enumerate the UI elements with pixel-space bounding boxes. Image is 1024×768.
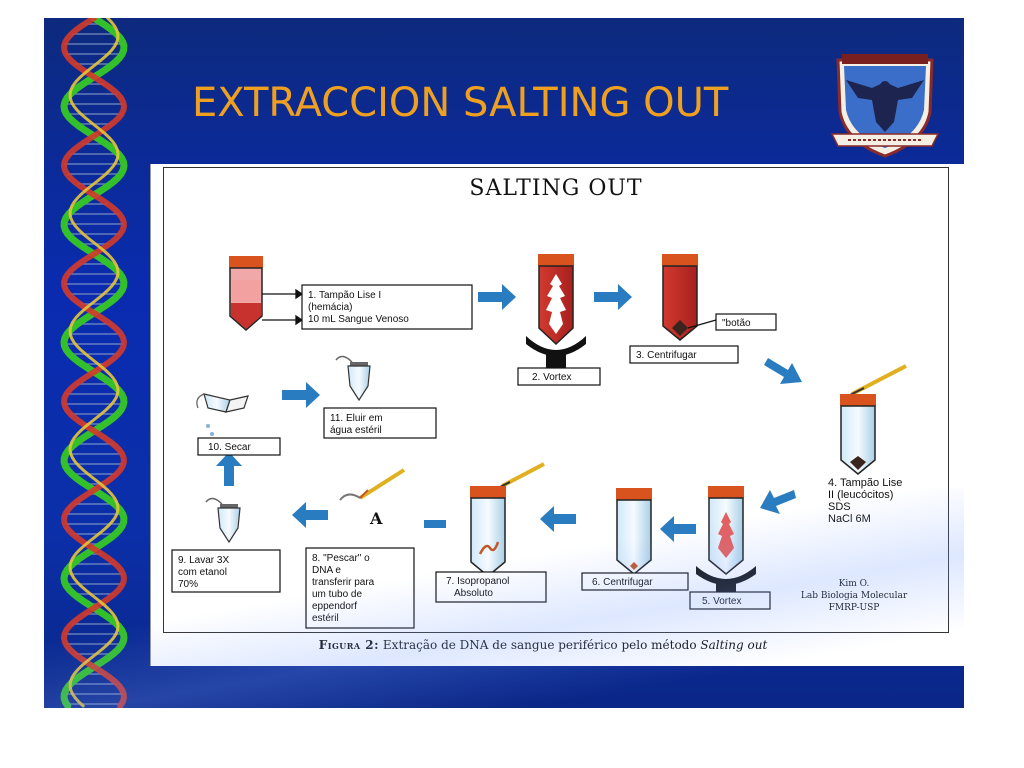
flow-arrow — [424, 520, 446, 528]
step-3-line-1: 3. Centrifugar — [636, 350, 697, 361]
eppendorf-step-9 — [205, 497, 241, 544]
step-4-line-4: NaCl 6M — [828, 513, 871, 525]
step-4-line-3: SDS — [828, 501, 851, 513]
flow-arrow — [282, 382, 320, 408]
credit-line-3: FMRP-USP — [829, 603, 880, 613]
step-1-line-3: 10 mL Sangue Venoso — [308, 314, 409, 325]
step-9-label: 9. Lavar 3X com etanol 70% — [171, 549, 281, 593]
step-8-line-6: estéril — [312, 613, 339, 624]
credit-line-1: Kim O. — [839, 579, 870, 589]
tube-step-2 — [526, 254, 586, 368]
step-4-line-1: 4. Tampão Lise — [828, 477, 902, 489]
step-4-label: 4. Tampão Lise II (leucócitos) SDS NaCl … — [828, 477, 902, 525]
step-7-line-2: Absoluto — [454, 588, 493, 599]
slide-title: EXTRACCION SALTING OUT — [192, 80, 729, 126]
step-1-line-2: (hemácia) — [308, 302, 352, 313]
flow-arrow — [764, 358, 802, 384]
step-4-line-2: II (leucócitos) — [828, 489, 893, 501]
tube-step-4 — [840, 364, 907, 475]
figure-title: SALTING OUT — [469, 176, 643, 201]
step-11-line-1: 11. Eluir em — [330, 413, 383, 424]
step-7-line-1: 7. Isopropanol — [446, 576, 509, 587]
flow-arrow — [540, 506, 576, 532]
tube-step-6 — [616, 488, 652, 575]
caption-label: Figura 2: — [318, 638, 380, 652]
step-3b-line-1: "botão — [722, 318, 751, 329]
tube-step-5 — [696, 486, 756, 592]
step-8-line-2: DNA e — [312, 565, 341, 576]
step-6-line-1: 6. Centrifugar — [592, 577, 653, 588]
pointer-arrows-step-1 — [262, 288, 304, 326]
step-7-label: 7. Isopropanol Absoluto — [435, 571, 547, 603]
salting-out-diagram: 1. Tampão Lise I (hemácia) 10 mL Sangue … — [171, 254, 908, 629]
university-crest-logo — [830, 54, 940, 158]
tube-step-1 — [229, 256, 263, 331]
caption-italic: Salting out — [700, 638, 768, 652]
step-6-label: 6. Centrifugar — [581, 572, 689, 591]
step-2-line-1: 2. Vortex — [532, 372, 571, 383]
marker-a: A — [369, 509, 383, 528]
figure-caption: Figura 2: Extração de DNA de sangue peri… — [151, 638, 935, 652]
caption-text: Extração de DNA de sangue periférico pel… — [382, 638, 697, 652]
flow-arrow — [478, 284, 516, 310]
step-9-line-2: com etanol — [178, 567, 227, 578]
step-1-label: 1. Tampão Lise I (hemácia) 10 mL Sangue … — [301, 284, 473, 330]
slide: EXTRACCION SALTING OUT SALTING OUT — [44, 18, 964, 708]
flow-arrow — [216, 452, 242, 486]
step-9-line-3: 70% — [178, 579, 198, 590]
figure-credit: Kim O. Lab Biologia Molecular FMRP-USP — [801, 579, 908, 613]
step-2-label: 2. Vortex — [517, 367, 601, 386]
eppendorf-step-11 — [335, 355, 371, 402]
step-3-label: 3. Centrifugar — [629, 345, 739, 364]
flow-arrow — [292, 502, 328, 528]
eppendorf-step-10 — [196, 393, 249, 436]
step-1-line-1: 1. Tampão Lise I — [308, 290, 381, 301]
step-5-line-1: 5. Vortex — [702, 596, 741, 607]
step-11-label: 11. Eluir em água estéril — [323, 407, 437, 439]
tube-step-3 — [662, 254, 717, 341]
flow-arrow — [594, 284, 632, 310]
step-10-line-1: 10. Secar — [208, 442, 251, 453]
credit-line-2: Lab Biologia Molecular — [801, 591, 908, 601]
step-8-line-4: um tubo de — [312, 589, 362, 600]
step-3b-label: "botão — [715, 313, 777, 331]
dna-hook-step-8 — [339, 468, 406, 501]
tube-step-7 — [470, 462, 545, 577]
flow-arrow — [660, 516, 696, 542]
step-8-line-3: transferir para — [312, 577, 375, 588]
figure-panel: SALTING OUT — [150, 164, 964, 666]
dna-helix-decoration — [60, 18, 128, 708]
step-9-line-1: 9. Lavar 3X — [178, 555, 229, 566]
step-8-label: 8. "Pescar" o DNA e transferir para um t… — [305, 547, 415, 629]
step-8-line-1: 8. "Pescar" o — [312, 553, 370, 564]
step-10-label: 10. Secar — [197, 437, 281, 456]
figure-frame: SALTING OUT — [163, 167, 949, 633]
step-5-label: 5. Vortex — [689, 591, 771, 610]
step-8-line-5: eppendorf — [312, 601, 357, 612]
step-11-line-2: água estéril — [330, 425, 382, 436]
flow-arrow — [760, 490, 796, 514]
